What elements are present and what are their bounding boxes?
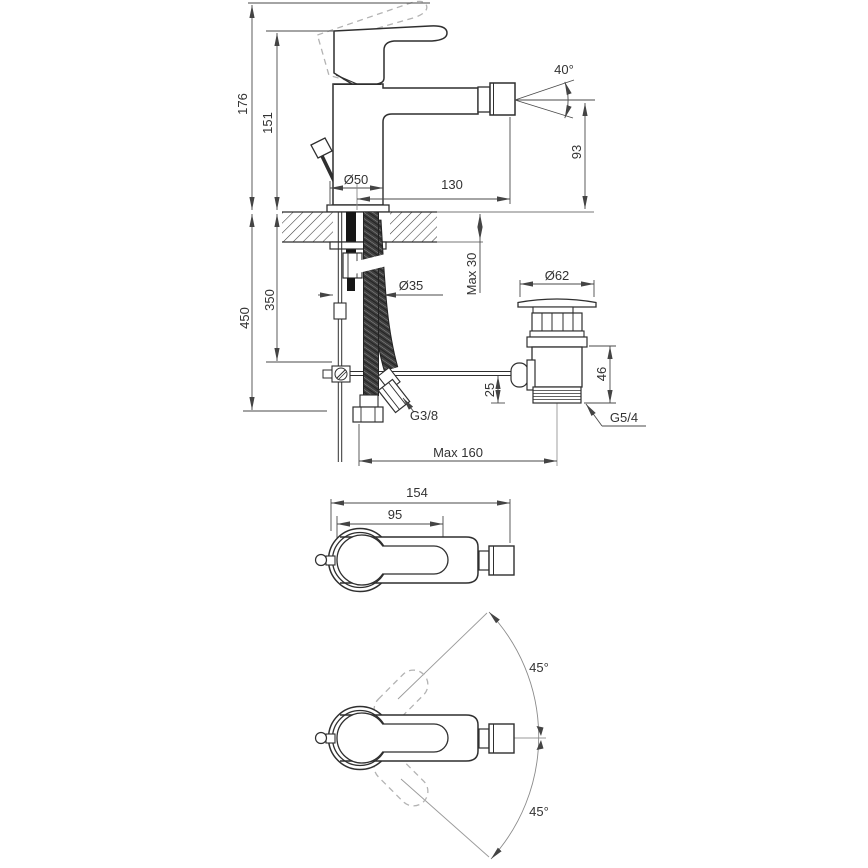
dim-height-body: 151 bbox=[260, 112, 275, 134]
hose-nut-vertical bbox=[352, 406, 384, 423]
popup-rod bbox=[322, 212, 351, 462]
side-view-dimensions bbox=[243, 2, 646, 466]
dim-waste-reach: Max 160 bbox=[433, 445, 483, 460]
dim-spray-angle: 40° bbox=[554, 62, 574, 77]
dim-hole-diameter: Ø35 bbox=[399, 278, 424, 293]
dim-height-overall: 176 bbox=[235, 93, 250, 115]
faucet-handle bbox=[333, 25, 448, 86]
dim-rod-to-thread: 25 bbox=[482, 383, 497, 397]
hose-nut-angled bbox=[377, 378, 411, 414]
dim-deck-thickness: Max 30 bbox=[464, 253, 479, 296]
nozzle-plan bbox=[488, 545, 515, 576]
countertop bbox=[282, 211, 594, 243]
drain-assembly bbox=[510, 298, 597, 466]
handle-cutout bbox=[336, 534, 449, 586]
dim-rod-length: 450 bbox=[237, 307, 252, 329]
supply-hoses bbox=[352, 212, 411, 423]
dim-outlet-height: 93 bbox=[569, 145, 584, 159]
dim-spout-reach: 130 bbox=[441, 177, 463, 192]
dim-below-deck-clearance: 350 bbox=[262, 289, 277, 311]
label-waste-thread: G5/4 bbox=[610, 410, 638, 425]
arc-tick-lower bbox=[536, 740, 544, 750]
base-flange bbox=[326, 204, 390, 213]
faucet-plan-outline bbox=[314, 527, 515, 593]
popup-knob-plan bbox=[314, 553, 328, 567]
top-view-dimensions bbox=[330, 499, 511, 544]
arc-tick-upper bbox=[536, 726, 544, 736]
drain-thread bbox=[532, 386, 582, 404]
drain-rod-connector bbox=[510, 362, 529, 388]
dim-base-diameter: Ø50 bbox=[344, 172, 369, 187]
side-view: 176 151 450 350 40° 93 Ø50 130 Max 30 Ø3… bbox=[235, 0, 646, 466]
dim-plan-length: 154 bbox=[406, 485, 428, 500]
hose-break-symbol bbox=[353, 252, 395, 274]
dim-plan-handle-length: 95 bbox=[388, 507, 402, 522]
mounting-rod bbox=[329, 212, 387, 291]
dim-swivel-down: 45° bbox=[529, 804, 549, 819]
swivel-view: 45° 45° bbox=[314, 611, 549, 860]
spray-nozzle bbox=[477, 82, 516, 116]
dim-swivel-up: 45° bbox=[529, 660, 549, 675]
dim-drain-body-height: 46 bbox=[594, 367, 609, 381]
label-supply-thread: G3/8 bbox=[410, 408, 438, 423]
dim-flange-diameter: Ø62 bbox=[545, 268, 570, 283]
top-view: 154 95 bbox=[314, 485, 515, 593]
